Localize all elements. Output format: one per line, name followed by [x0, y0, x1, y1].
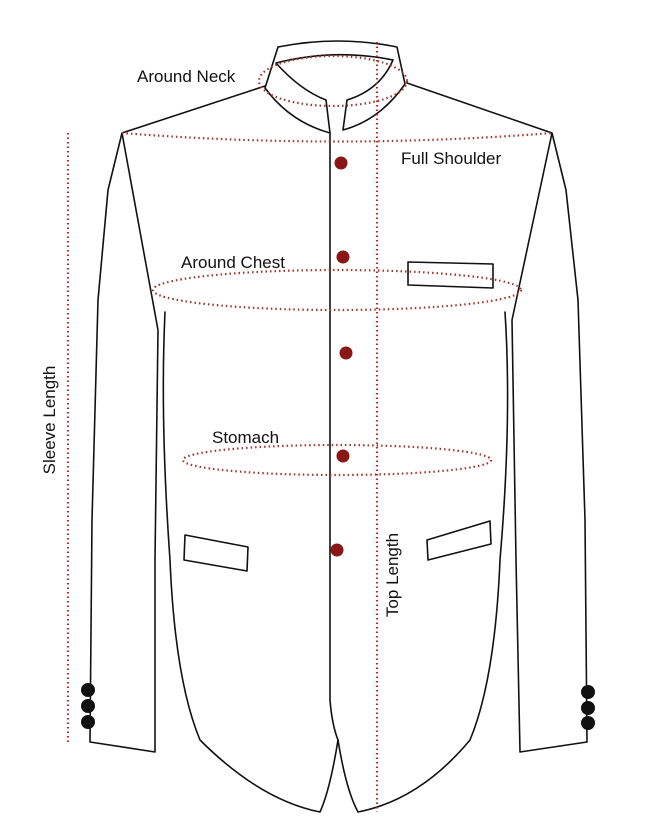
cuff-buttons: [81, 683, 595, 730]
cuff-button: [581, 685, 595, 699]
left-sleeve: [89, 85, 266, 753]
label-full-shoulder: Full Shoulder: [401, 149, 502, 168]
chest-measure-line: [151, 268, 523, 312]
chest-pocket: [407, 261, 494, 289]
cuff-button: [581, 716, 595, 730]
right-sleeve: [406, 82, 588, 753]
stomach-measure-line: [181, 443, 493, 477]
jacket-outline: [89, 40, 588, 813]
cuff-button: [81, 699, 95, 713]
label-sleeve-length: Sleeve Length: [40, 366, 59, 475]
neck-measure-line: [257, 54, 409, 108]
body-left-side: [162, 311, 339, 813]
cuff-button: [581, 701, 595, 715]
cuff-button: [81, 715, 95, 729]
front-button: [330, 543, 344, 557]
labels: Around Neck Full Shoulder Around Chest S…: [40, 67, 502, 617]
label-around-neck: Around Neck: [137, 67, 236, 86]
front-placket: [329, 132, 339, 741]
label-top-length: Top Length: [383, 533, 402, 617]
front-button: [334, 156, 348, 170]
cuff-button: [81, 683, 95, 697]
measurement-lines: [66, 42, 553, 812]
front-button: [336, 250, 350, 264]
body-right-side: [337, 311, 509, 813]
front-button: [339, 346, 353, 360]
front-button: [336, 449, 350, 463]
left-lower-pocket: [183, 534, 249, 572]
label-around-chest: Around Chest: [181, 253, 285, 272]
front-buttons: [330, 156, 353, 557]
label-stomach: Stomach: [212, 428, 279, 447]
collar: [264, 40, 406, 134]
shoulder-measure-line: [121, 131, 553, 143]
right-lower-pocket: [426, 520, 492, 561]
